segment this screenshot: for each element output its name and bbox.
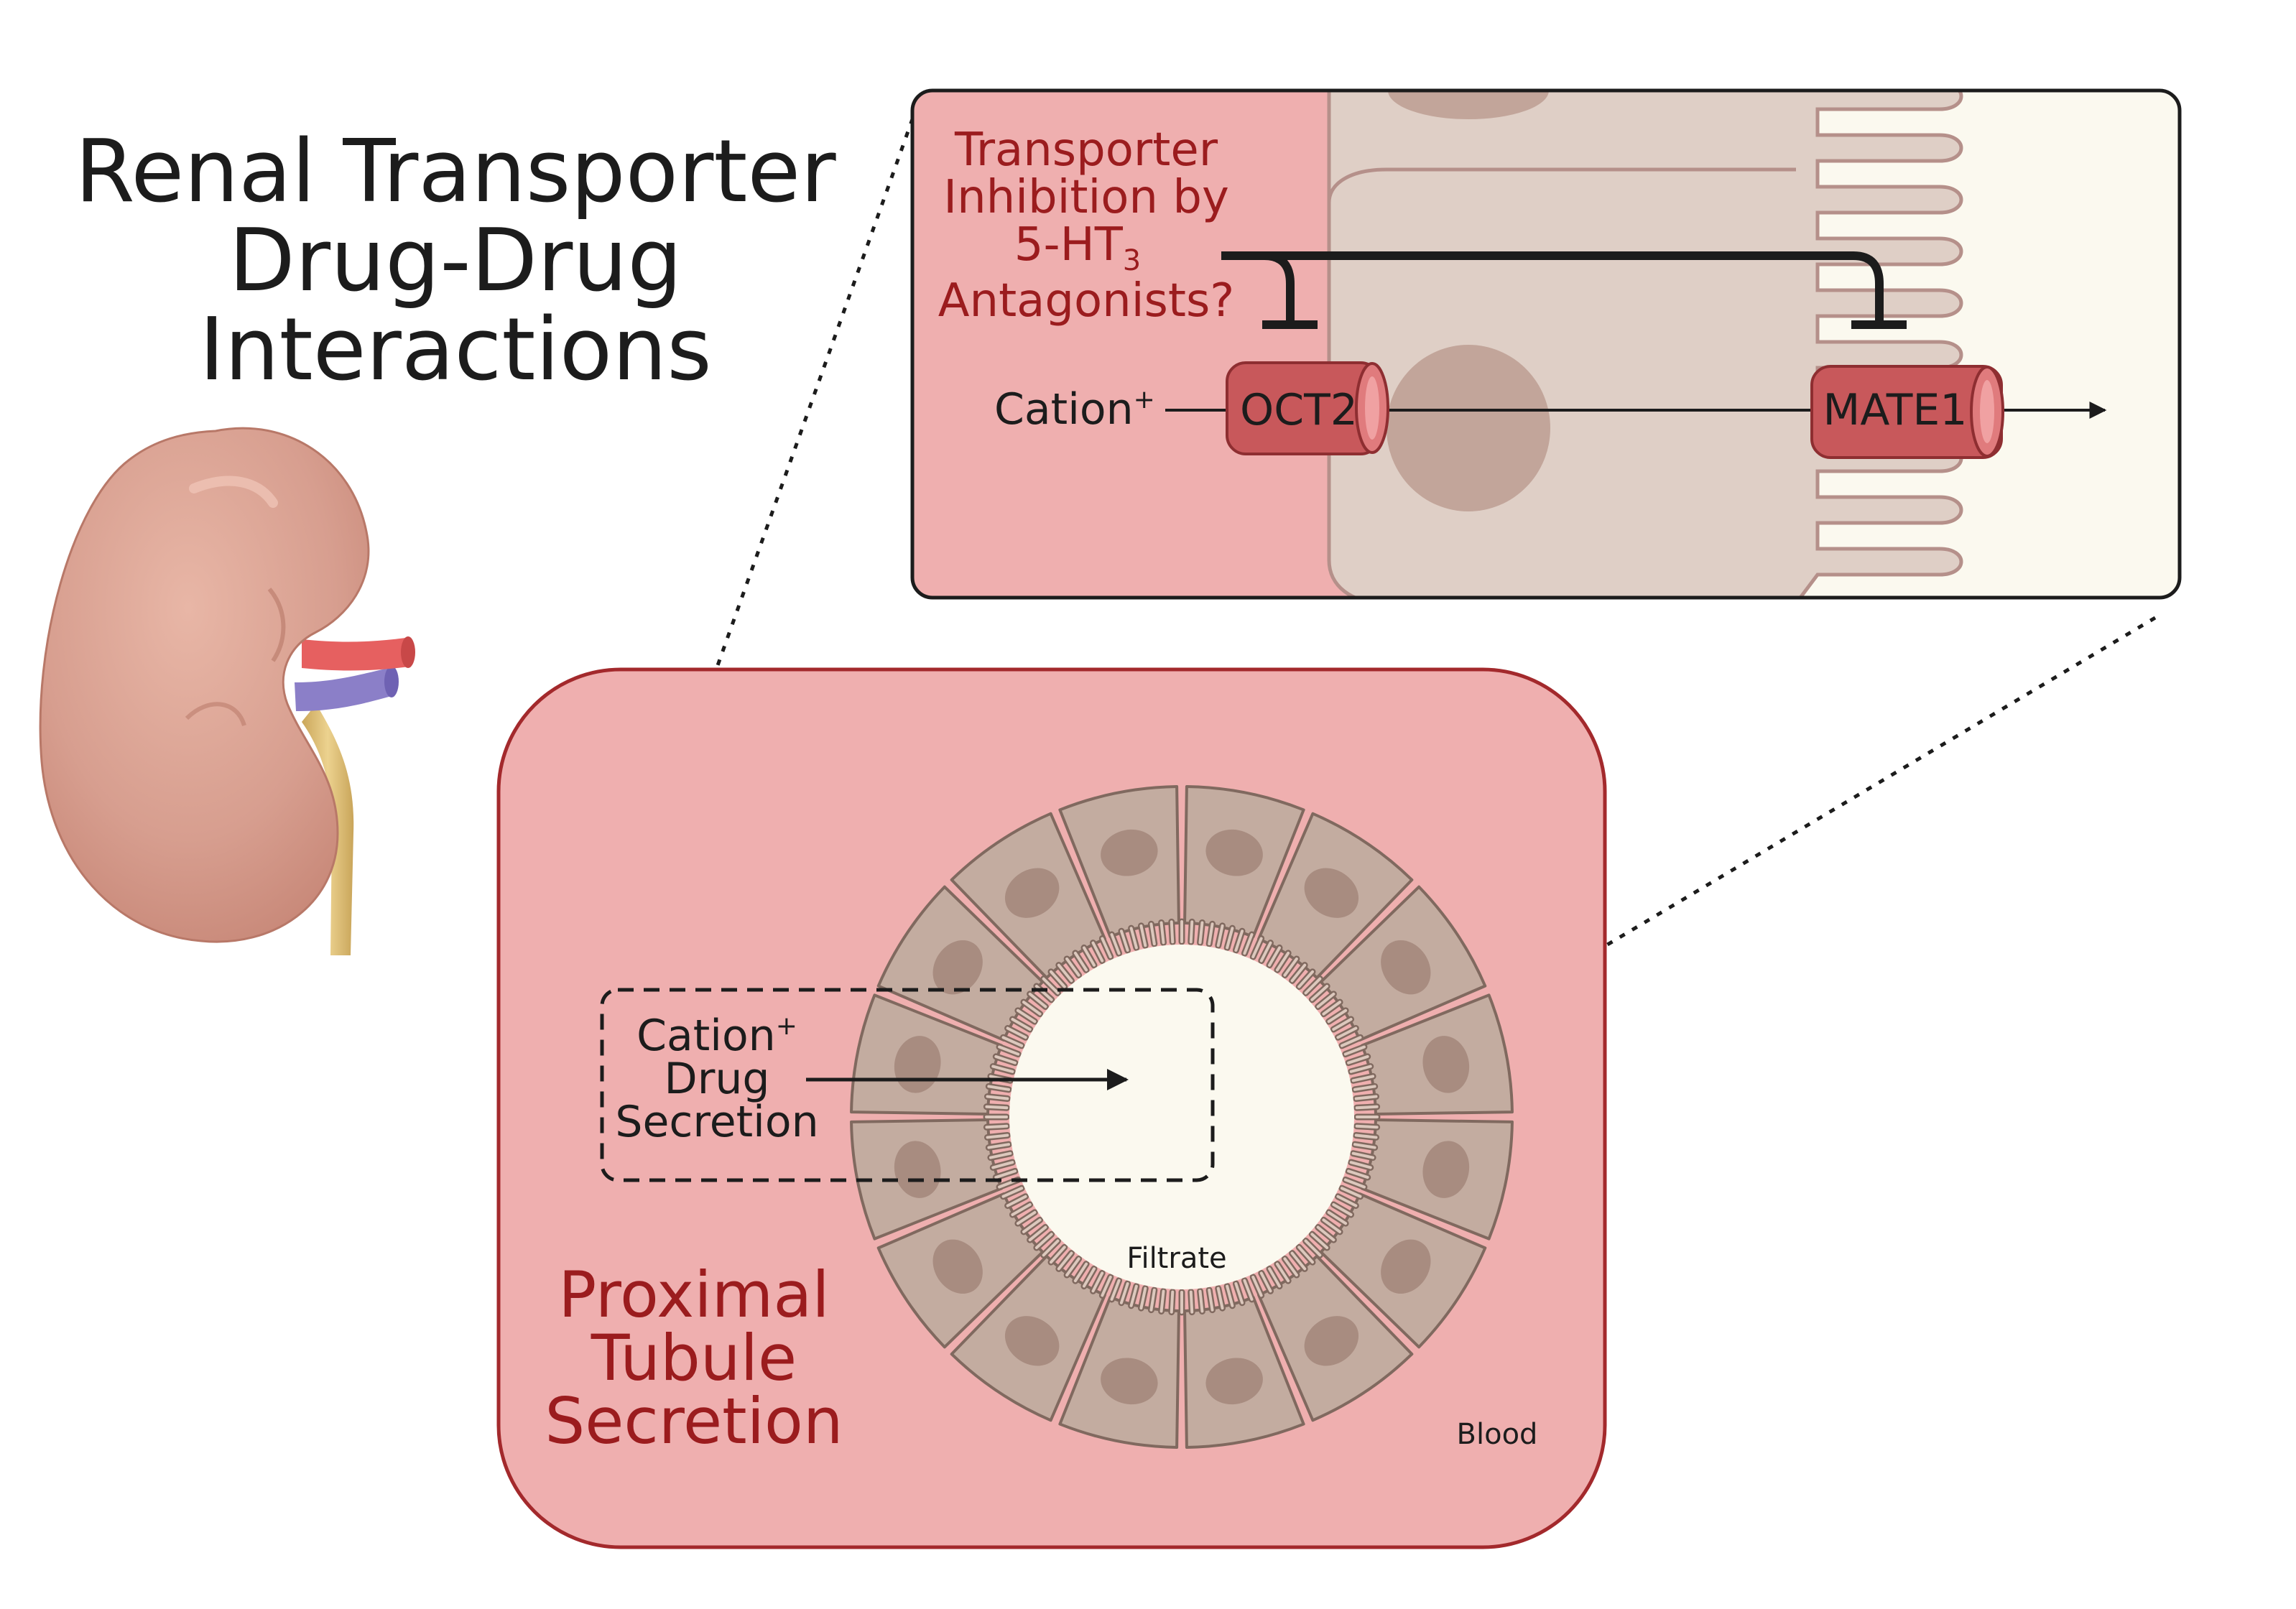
filtrate-label: Filtrate — [1126, 1242, 1226, 1275]
inhibition-label: Transporter Inhibition by 5-HT3 Antagoni… — [938, 124, 1235, 328]
nucleus-icon — [894, 1141, 941, 1198]
nucleus-icon — [1004, 1316, 1060, 1366]
zoom-line-right — [1211, 616, 2157, 1182]
kidney-illustration — [39, 427, 415, 955]
tubule-lumen — [1009, 945, 1354, 1289]
zoom-line-left — [600, 119, 915, 991]
nucleus-icon — [932, 1239, 983, 1294]
renal-vein-icon — [295, 668, 394, 711]
nucleus-icon — [1422, 1141, 1470, 1198]
page-title: Renal Transporter Drug-Drug Interactions — [75, 122, 836, 400]
nucleus-icon — [1381, 940, 1431, 995]
secretion-label-line3: Secretion — [615, 1097, 818, 1147]
nucleus-icon — [1004, 868, 1060, 918]
svg-text:5-HT3: 5-HT3 — [1014, 218, 1141, 277]
inhibition-label-sub: 3 — [1123, 244, 1141, 277]
oct2-transporter: OCT2 — [1226, 361, 1389, 455]
section-label-line3: Secretion — [545, 1384, 843, 1458]
ureter-icon — [302, 704, 354, 955]
blood-label: Blood — [1457, 1418, 1538, 1451]
zoom-connector — [600, 119, 2157, 1182]
nucleus-icon — [1388, 91, 1549, 119]
secretion-label-line2: Drug — [665, 1054, 770, 1104]
nucleus-icon — [1304, 868, 1359, 918]
nucleus-icon — [1205, 829, 1263, 876]
section-label: Proximal Tubule Secretion — [545, 1258, 843, 1458]
inhibition-line-mate1 — [1264, 251, 1884, 325]
inhibition-label-line1: Transporter — [954, 124, 1218, 177]
title-line-1: Renal Transporter — [75, 122, 836, 222]
secretion-label-sup: + — [776, 1011, 797, 1041]
svg-text:Cation+: Cation+ — [637, 1011, 797, 1061]
title-line-2: Drug-Drug — [228, 211, 682, 311]
title-line-3: Interactions — [199, 300, 712, 400]
cation-label-sup: + — [1134, 385, 1155, 414]
nucleus-icon — [1205, 1358, 1263, 1405]
nucleus-icon — [1422, 1036, 1470, 1093]
nucleus-icon — [932, 940, 983, 995]
secretion-label: Cation+ Drug Secretion — [615, 1011, 818, 1147]
inhibition-label-line4: Antagonists? — [938, 274, 1235, 328]
nucleus-icon — [1387, 345, 1550, 511]
tubule-panel: Filtrate Blood Cation+ Drug Secretion Pr… — [496, 667, 1607, 1549]
inhibition-label-line3: 5-HT — [1014, 218, 1124, 272]
inhibition-label-line2: Inhibition by — [943, 171, 1229, 224]
nucleus-icon — [1381, 1239, 1431, 1294]
secretion-label-line1: Cation — [637, 1011, 776, 1061]
mate1-label: MATE1 — [1823, 385, 1968, 435]
svg-text:Cation+: Cation+ — [994, 384, 1155, 435]
section-label-line1: Proximal — [558, 1258, 830, 1332]
section-label-line2: Tubule — [591, 1321, 797, 1395]
oct2-label: OCT2 — [1240, 385, 1358, 435]
kidney-icon — [39, 427, 370, 943]
cation-label: Cation — [994, 384, 1134, 435]
transporter-inset: Transporter Inhibition by 5-HT3 Antagoni… — [910, 88, 2182, 600]
nucleus-icon — [1101, 829, 1158, 876]
nucleus-icon — [1101, 1358, 1158, 1405]
mate1-transporter: MATE1 — [1810, 365, 2004, 459]
zoom-selection-box — [600, 988, 1215, 1182]
nucleus-icon — [1304, 1316, 1359, 1366]
renal-artery-icon — [302, 638, 409, 671]
